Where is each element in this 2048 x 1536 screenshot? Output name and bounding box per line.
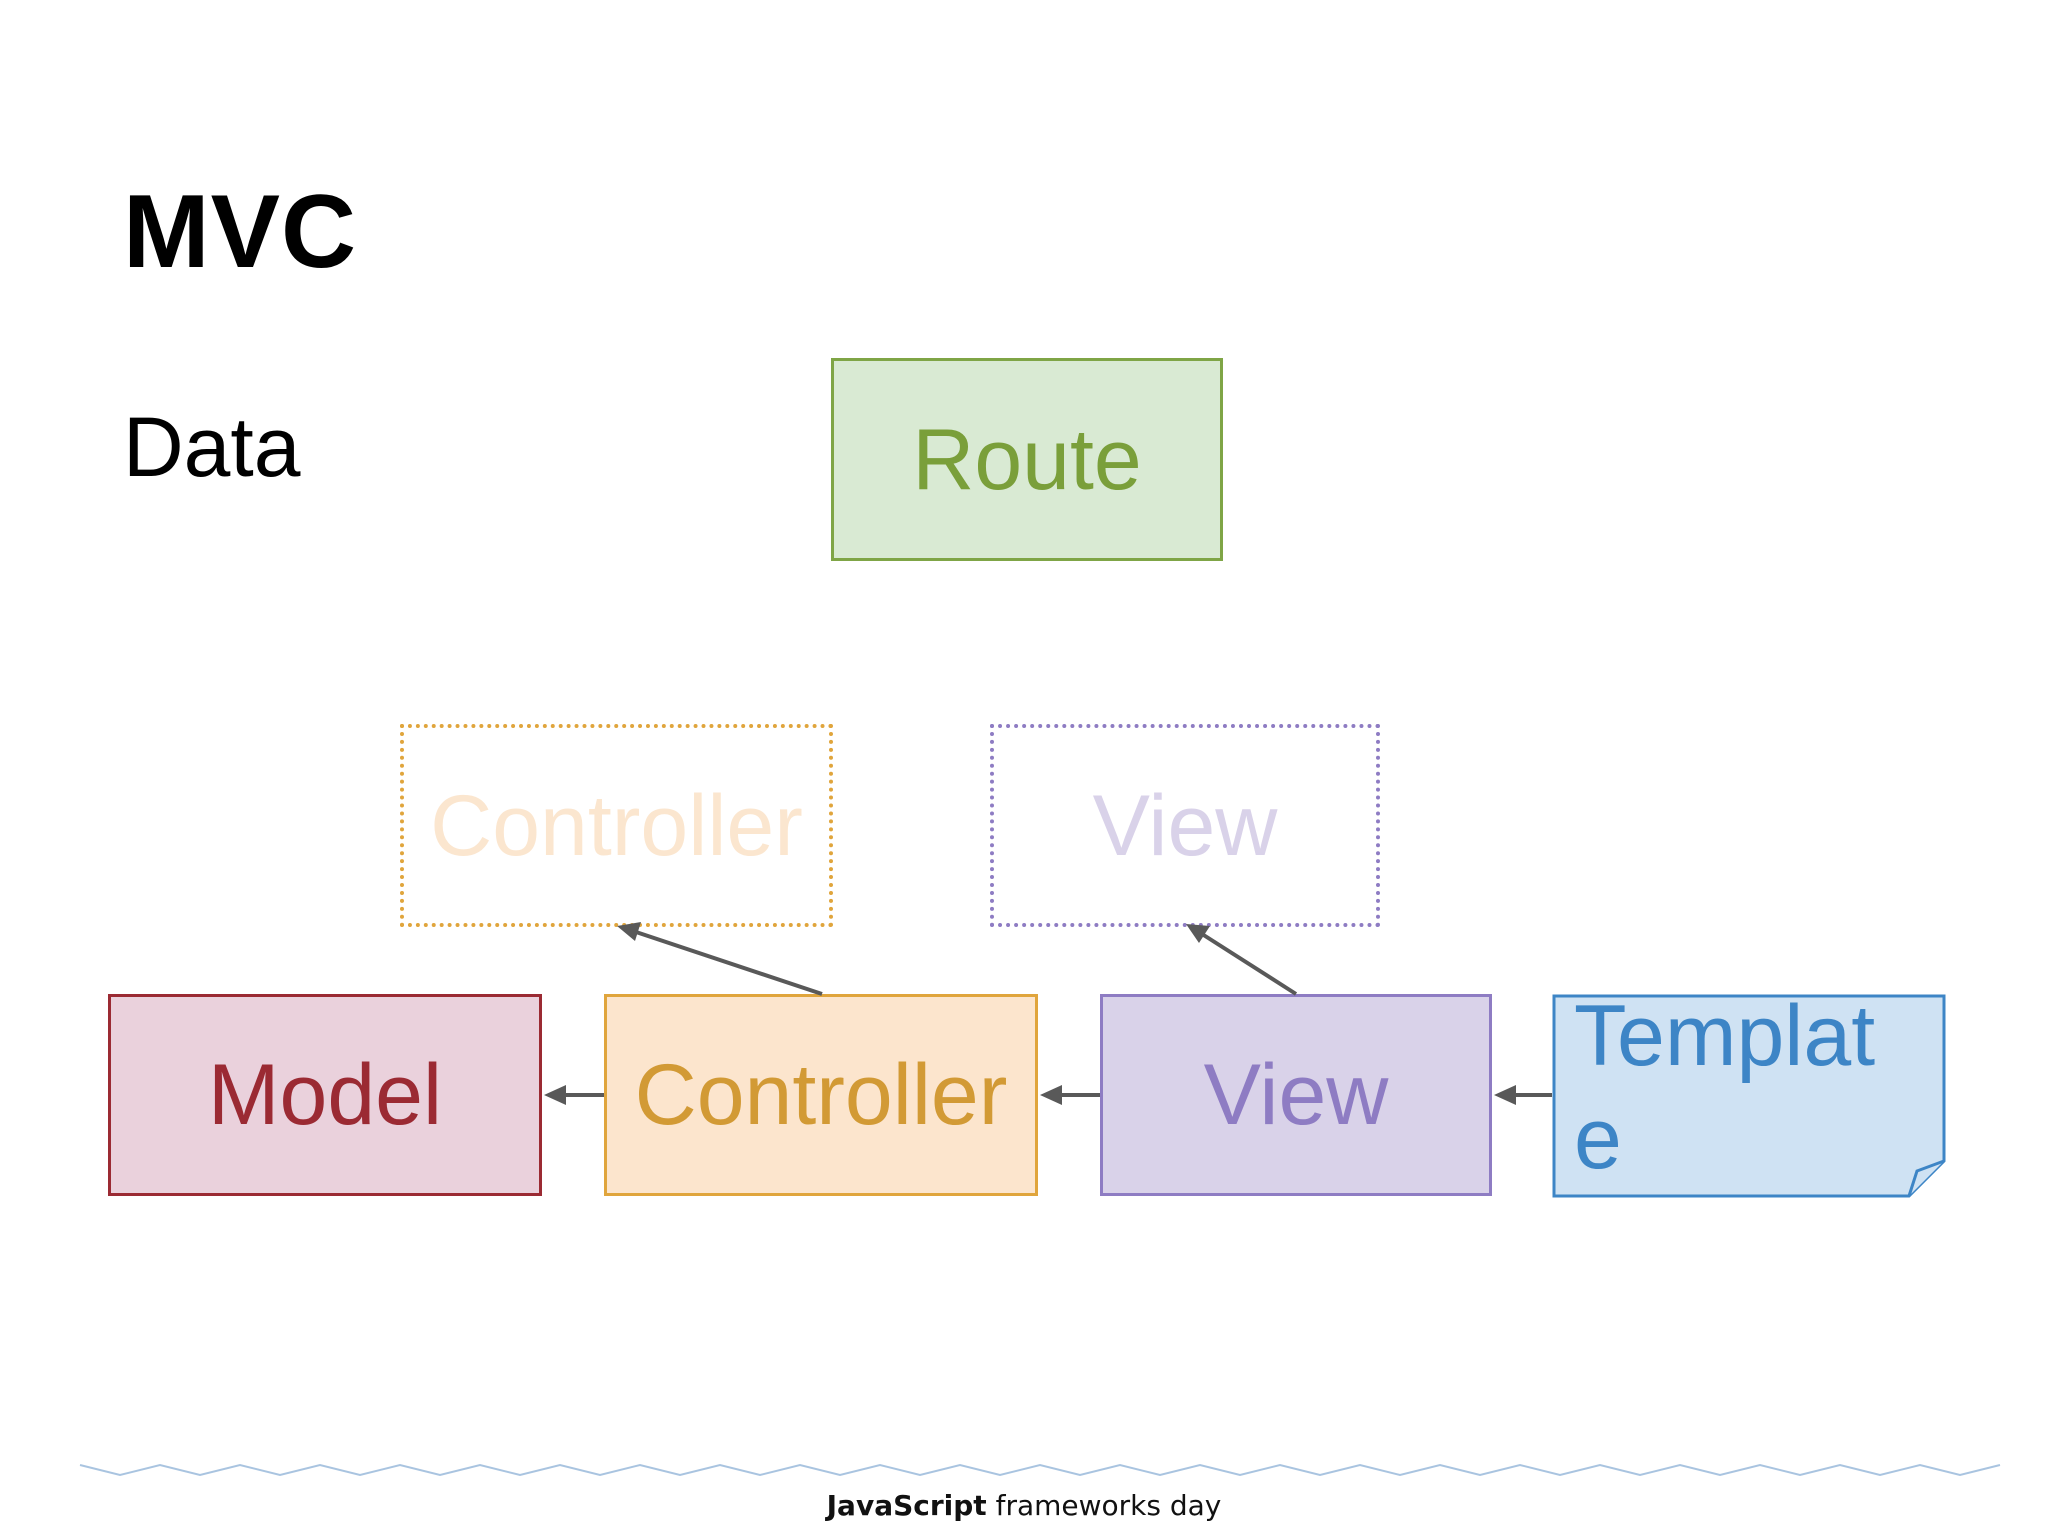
view-ghost-node: View	[990, 724, 1380, 927]
view-node: View	[1100, 994, 1492, 1196]
arrowhead-controller	[1040, 1085, 1062, 1105]
template-label: Templat e	[1574, 988, 1876, 1187]
footer-brand-rest: frameworks day	[986, 1489, 1222, 1522]
route-node: Route	[831, 358, 1223, 561]
arrowhead-model	[544, 1085, 566, 1105]
view-label: View	[1203, 1047, 1389, 1143]
slide-title: MVC	[123, 174, 358, 290]
arrow-controller-to-ghost	[635, 930, 823, 996]
model-label: Model	[207, 1047, 443, 1143]
controller-label: Controller	[634, 1047, 1008, 1143]
arrow-view-to-ghost	[1200, 932, 1298, 996]
model-node: Model	[108, 994, 542, 1196]
slide-subtitle: Data	[123, 400, 301, 494]
footer-brand: JavaScript frameworks day	[0, 1489, 2048, 1522]
template-node	[1552, 994, 1946, 1198]
controller-ghost-label: Controller	[430, 777, 803, 874]
route-label: Route	[912, 411, 1142, 508]
controller-ghost-node: Controller	[400, 724, 833, 927]
footer-brand-strong: JavaScript	[826, 1489, 987, 1522]
controller-node: Controller	[604, 994, 1038, 1196]
folded-corner	[1907, 1159, 1945, 1197]
view-ghost-label: View	[1092, 777, 1278, 874]
arrowhead-view-ghost	[1186, 924, 1210, 943]
arrowhead-controller-ghost	[617, 922, 641, 941]
arrowhead-view	[1494, 1085, 1516, 1105]
